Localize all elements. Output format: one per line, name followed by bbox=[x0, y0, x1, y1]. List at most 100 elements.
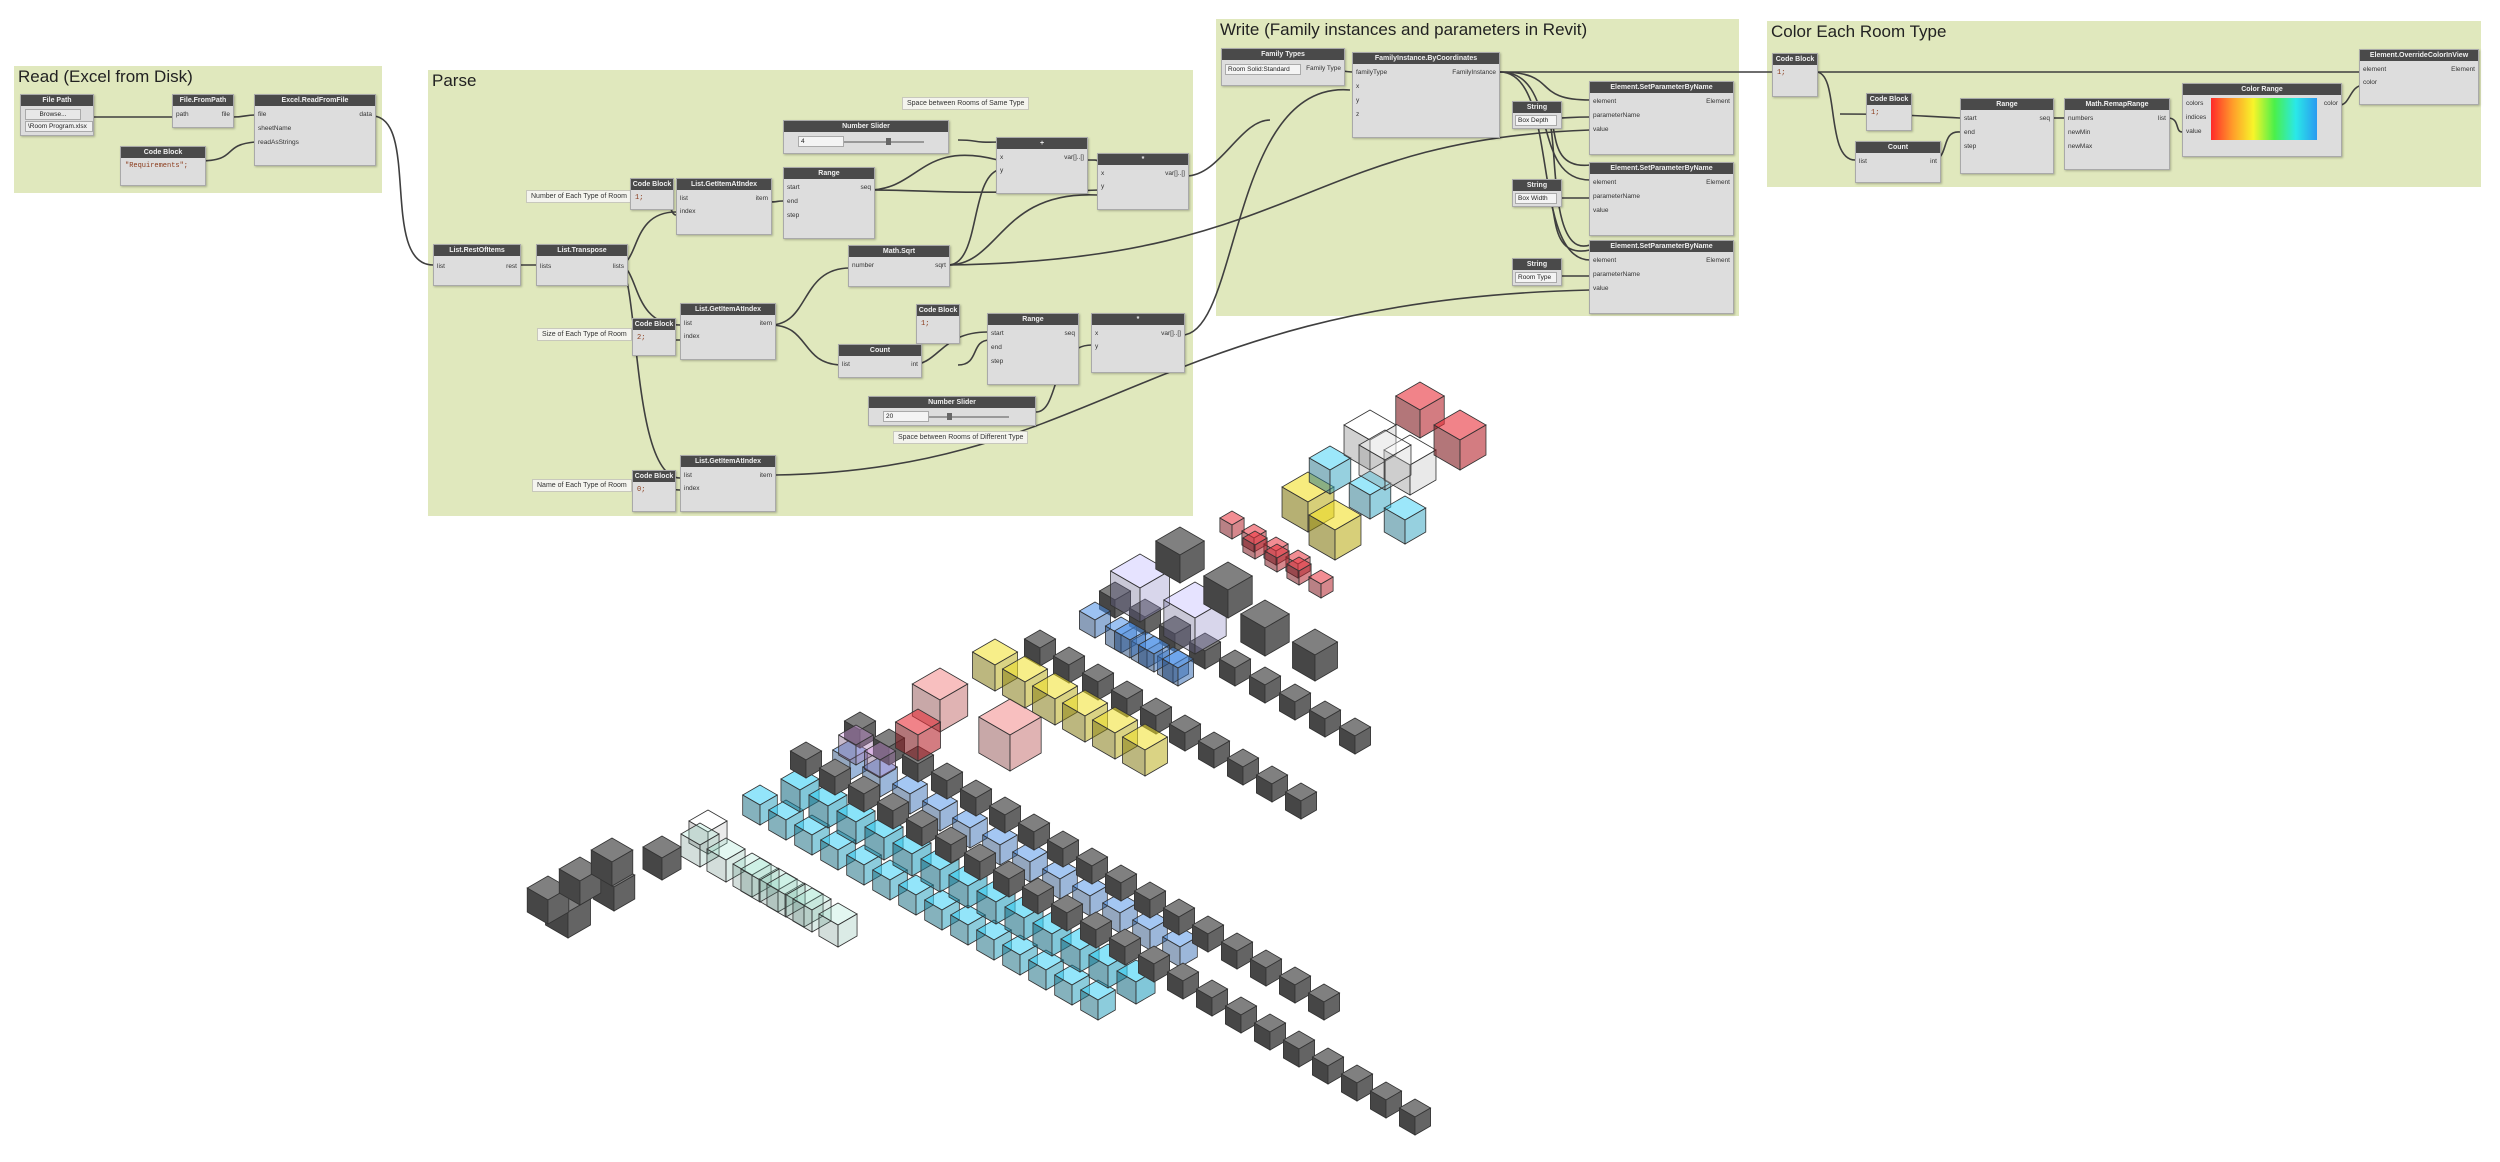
input-port[interactable]: numbers bbox=[2068, 115, 2094, 122]
input-port[interactable]: number bbox=[852, 262, 875, 269]
input-port[interactable]: parameterName bbox=[1593, 112, 1640, 119]
node-list-get-item-3[interactable]: List.GetItemAtIndex list index item bbox=[680, 455, 776, 512]
input-port[interactable]: element bbox=[1593, 179, 1617, 186]
node-code-block-requirements[interactable]: Code Block "Requirements"; bbox=[120, 146, 206, 186]
node-mul-1[interactable]: * x y var[]..[] bbox=[1097, 153, 1189, 210]
output-port[interactable]: var[]..[] bbox=[1064, 154, 1084, 161]
code-text[interactable]: 1; bbox=[1777, 69, 1786, 77]
input-port[interactable]: z bbox=[1356, 111, 1360, 118]
output-port[interactable]: int bbox=[1930, 158, 1937, 165]
output-port[interactable]: rest bbox=[506, 263, 517, 270]
input-port[interactable]: index bbox=[680, 208, 696, 215]
input-port[interactable]: path bbox=[176, 111, 189, 118]
input-port[interactable]: step bbox=[1964, 143, 1977, 150]
input-port[interactable]: file bbox=[258, 111, 267, 118]
node-string-box-depth[interactable]: String Box Depth bbox=[1512, 101, 1562, 129]
input-port[interactable]: index bbox=[684, 333, 700, 340]
input-port[interactable]: familyType bbox=[1356, 69, 1388, 76]
input-port[interactable]: list bbox=[684, 320, 692, 327]
output-port[interactable]: seq bbox=[1064, 330, 1075, 337]
output-port[interactable]: FamilyInstance bbox=[1452, 69, 1496, 76]
node-family-instance[interactable]: FamilyInstance.ByCoordinates familyType … bbox=[1352, 52, 1500, 138]
output-port[interactable]: Element bbox=[1706, 179, 1730, 186]
input-port[interactable]: y bbox=[1000, 167, 1004, 174]
input-port[interactable]: list bbox=[842, 361, 850, 368]
node-set-param-1[interactable]: Element.SetParameterByName element param… bbox=[1589, 81, 1734, 155]
input-port[interactable]: list bbox=[684, 472, 692, 479]
slider-track[interactable] bbox=[929, 416, 1009, 418]
input-port[interactable]: start bbox=[1964, 115, 1977, 122]
string-value[interactable]: Box Width bbox=[1515, 193, 1557, 204]
output-port[interactable]: file bbox=[221, 111, 230, 118]
output-port[interactable]: Element bbox=[1706, 98, 1730, 105]
node-range-3[interactable]: Range start end step seq bbox=[1960, 98, 2054, 174]
node-code-block-small[interactable]: Code Block 1; bbox=[916, 304, 960, 344]
node-code-block-color-a[interactable]: Code Block 1; bbox=[1772, 53, 1818, 97]
node-plus-1[interactable]: + x y var[]..[] bbox=[996, 137, 1088, 194]
code-text[interactable]: 2; bbox=[637, 334, 646, 342]
family-type-select[interactable]: Room Solid:Standard bbox=[1225, 64, 1301, 75]
input-port[interactable]: y bbox=[1356, 97, 1360, 104]
input-port[interactable]: y bbox=[1095, 343, 1099, 350]
input-port[interactable]: x bbox=[1356, 83, 1360, 90]
output-port[interactable]: lists bbox=[612, 263, 624, 270]
output-port[interactable]: item bbox=[759, 320, 772, 327]
node-code-block-color-b[interactable]: Code Block 1; bbox=[1866, 93, 1912, 131]
input-port[interactable]: newMin bbox=[2068, 129, 2091, 136]
input-port[interactable]: start bbox=[787, 184, 800, 191]
output-port[interactable]: list bbox=[2158, 115, 2166, 122]
input-port[interactable]: x bbox=[1101, 170, 1105, 177]
node-list-rest-of-items[interactable]: List.RestOfItems list rest bbox=[433, 244, 521, 286]
output-port[interactable]: sqrt bbox=[935, 262, 946, 269]
node-override-color[interactable]: Element.OverrideColorInView element colo… bbox=[2359, 49, 2479, 105]
input-port[interactable]: value bbox=[2186, 128, 2202, 135]
code-text[interactable]: 1; bbox=[1871, 109, 1880, 117]
input-port[interactable]: indices bbox=[2186, 114, 2207, 121]
input-port[interactable]: lists bbox=[540, 263, 552, 270]
node-code-block-0[interactable]: Code Block 0; bbox=[632, 470, 676, 512]
input-port[interactable]: element bbox=[2363, 66, 2387, 73]
string-value[interactable]: Room Type bbox=[1515, 272, 1557, 283]
node-file-path[interactable]: File Path Browse... \Room Program.xlsx bbox=[20, 94, 94, 136]
input-port[interactable]: x bbox=[1095, 330, 1099, 337]
input-port[interactable]: parameterName bbox=[1593, 193, 1640, 200]
output-port[interactable]: data bbox=[359, 111, 372, 118]
node-color-range[interactable]: Color Range colors indices value color bbox=[2182, 83, 2342, 157]
input-port[interactable]: value bbox=[1593, 207, 1609, 214]
node-mul-2[interactable]: * x y var[]..[] bbox=[1091, 313, 1185, 373]
input-port[interactable]: x bbox=[1000, 154, 1004, 161]
input-port[interactable]: start bbox=[991, 330, 1004, 337]
string-value[interactable]: Box Depth bbox=[1515, 115, 1557, 126]
input-port[interactable]: color bbox=[2363, 79, 2378, 86]
node-code-block-2[interactable]: Code Block 2; bbox=[632, 318, 676, 356]
node-count-1[interactable]: Count list int bbox=[838, 344, 922, 378]
input-port[interactable]: element bbox=[1593, 98, 1617, 105]
slider-thumb[interactable] bbox=[947, 413, 952, 420]
input-port[interactable]: value bbox=[1593, 285, 1609, 292]
node-count-2[interactable]: Count list int bbox=[1855, 141, 1941, 183]
code-text[interactable]: 0; bbox=[637, 486, 646, 494]
input-port[interactable]: list bbox=[437, 263, 445, 270]
node-number-slider-1[interactable]: Number Slider 4 bbox=[783, 120, 949, 154]
output-port[interactable]: int bbox=[911, 361, 918, 368]
input-port[interactable]: newMax bbox=[2068, 143, 2093, 150]
input-port[interactable]: list bbox=[1859, 158, 1867, 165]
input-port[interactable]: end bbox=[787, 198, 798, 205]
output-port[interactable]: Element bbox=[1706, 257, 1730, 264]
code-text[interactable]: 1; bbox=[921, 320, 930, 328]
output-port[interactable]: item bbox=[755, 195, 768, 202]
output-port[interactable]: seq bbox=[2039, 115, 2050, 122]
node-excel-read[interactable]: Excel.ReadFromFile file sheetName readAs… bbox=[254, 94, 376, 166]
input-port[interactable]: step bbox=[991, 358, 1004, 365]
input-port[interactable]: index bbox=[684, 485, 700, 492]
output-port[interactable]: var[]..[] bbox=[1165, 170, 1185, 177]
node-set-param-3[interactable]: Element.SetParameterByName element param… bbox=[1589, 240, 1734, 314]
node-file-from-path[interactable]: File.FromPath path file bbox=[172, 94, 234, 128]
input-port[interactable]: readAsStrings bbox=[258, 139, 299, 146]
node-range-1[interactable]: Range start end step seq bbox=[783, 167, 875, 239]
input-port[interactable]: end bbox=[991, 344, 1002, 351]
browse-button[interactable]: Browse... bbox=[25, 109, 81, 120]
output-port[interactable]: seq bbox=[860, 184, 871, 191]
node-list-get-item-1[interactable]: List.GetItemAtIndex list index item bbox=[676, 178, 772, 235]
